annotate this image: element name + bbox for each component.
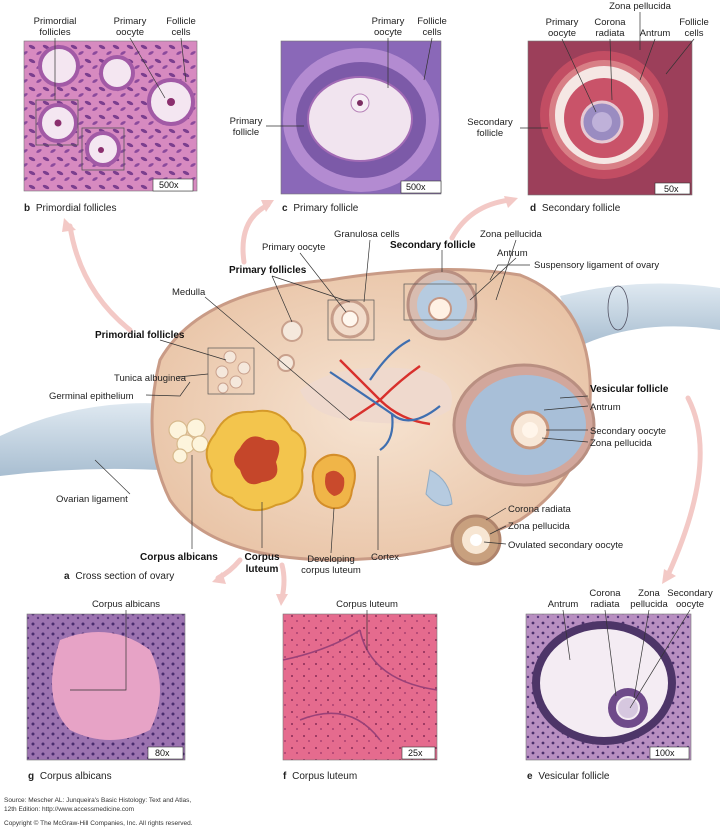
scale-e: 100x <box>655 748 675 758</box>
label-c-follicle-cells-1: Follicle <box>417 16 447 27</box>
label-d-corona-radiata-2: radiata <box>595 28 625 39</box>
label-d-follicle-cells-1: Follicle <box>679 17 709 28</box>
label-b-primordial-1: Primordial <box>34 16 77 27</box>
label-c-primary-follicle-2: follicle <box>233 127 259 138</box>
panel-g-micrograph <box>26 613 186 761</box>
label-a-ovarian-ligament: Ovarian ligament <box>56 494 128 505</box>
label-b-primary-oocyte-1: Primary <box>114 16 147 27</box>
label-e-secondary-oocyte-2: oocyte <box>676 599 704 610</box>
label-c-primary-oocyte-1: Primary <box>372 16 405 27</box>
label-a-corpus-albicans: Corpus albicans <box>140 552 218 563</box>
caption-c-letter: c <box>282 203 288 214</box>
label-b-primordial-2: follicles <box>39 27 70 38</box>
source-line-2: 12th Edition: http://www.accessmedicine.… <box>4 806 135 813</box>
label-a-developing-cl-2: corpus luteum <box>301 565 361 576</box>
label-a-corpus-luteum-1: Corpus <box>245 552 280 563</box>
caption-e-letter: e <box>527 771 533 782</box>
label-a-germinal-epithelium: Germinal epithelium <box>49 391 134 402</box>
label-a-zona-pellucida-right: Zona pellucida <box>590 438 653 449</box>
caption-g: g Corpus albicans <box>28 771 112 782</box>
caption-b-text: Primordial follicles <box>36 203 117 214</box>
caption-g-text: Corpus albicans <box>40 771 112 782</box>
caption-e-text: Vesicular follicle <box>538 771 610 782</box>
caption-f-letter: f <box>283 771 287 782</box>
label-a-primary-oocyte: Primary oocyte <box>262 242 325 253</box>
caption-a-text: Cross section of ovary <box>75 571 174 582</box>
caption-a: a Cross section of ovary <box>64 571 174 582</box>
panel-c-micrograph <box>280 40 442 195</box>
label-a-zona-pellucida-bottom: Zona pellucida <box>508 521 571 532</box>
label-b-primary-oocyte-2: oocyte <box>116 27 144 38</box>
copyright-line: Copyright © The McGraw-Hill Companies, I… <box>4 820 193 827</box>
label-f-corpus-luteum: Corpus luteum <box>336 599 398 610</box>
label-d-antrum: Antrum <box>640 28 671 39</box>
label-a-corona-radiata: Corona radiata <box>508 504 572 515</box>
scale-b: 500x <box>159 180 179 190</box>
source-line-1: Source: Mescher AL: Junqueira's Basic Hi… <box>4 797 192 804</box>
caption-c: c Primary follicle <box>282 203 359 214</box>
label-d-primary-oocyte-1: Primary <box>546 17 579 28</box>
label-d-corona-radiata-1: Corona <box>594 17 626 28</box>
label-d-secondary-follicle-1: Secondary <box>467 117 513 128</box>
caption-b-letter: b <box>24 203 30 214</box>
label-d-follicle-cells-2: cells <box>684 28 703 39</box>
panel-a-ovary-illustration <box>0 268 720 566</box>
panel-d-micrograph <box>527 40 693 196</box>
scale-d: 50x <box>664 184 679 194</box>
label-a-corpus-luteum-2: luteum <box>246 564 279 575</box>
caption-f: f Corpus luteum <box>283 771 357 782</box>
label-a-antrum-right: Antrum <box>590 402 621 413</box>
label-g-corpus-albicans: Corpus albicans <box>92 599 160 610</box>
label-a-developing-cl-1: Developing <box>307 554 355 565</box>
label-a-cortex: Cortex <box>371 552 399 563</box>
panel-b-micrograph <box>23 40 198 192</box>
scale-g: 80x <box>155 748 170 758</box>
label-a-zona-pellucida-top: Zona pellucida <box>480 229 543 240</box>
label-a-vesicular-follicle: Vesicular follicle <box>590 384 669 395</box>
label-a-granulosa-cells: Granulosa cells <box>334 229 400 240</box>
label-a-primordial-follicles: Primordial follicles <box>95 330 185 341</box>
label-b-follicle-cells-2: cells <box>171 27 190 38</box>
label-a-primary-follicles: Primary follicles <box>229 265 307 276</box>
pink-arrowheads <box>62 196 676 606</box>
label-a-secondary-follicle: Secondary follicle <box>390 240 476 251</box>
label-a-medulla: Medulla <box>172 287 206 298</box>
label-e-zona-pellucida-1: Zona <box>638 588 660 599</box>
caption-d: d Secondary follicle <box>530 203 621 214</box>
pink-arrows <box>67 197 703 601</box>
label-a-suspensory-ligament: Suspensory ligament of ovary <box>534 260 659 271</box>
label-d-zona-pellucida: Zona pellucida <box>609 1 672 12</box>
label-d-primary-oocyte-2: oocyte <box>548 28 576 39</box>
caption-c-text: Primary follicle <box>293 203 358 214</box>
label-c-primary-follicle-1: Primary <box>230 116 263 127</box>
label-e-corona-radiata-1: Corona <box>589 588 621 599</box>
label-e-zona-pellucida-2: pellucida <box>630 599 668 610</box>
scale-c: 500x <box>406 182 426 192</box>
label-a-secondary-oocyte: Secondary oocyte <box>590 426 666 437</box>
caption-a-letter: a <box>64 571 70 582</box>
panel-a-leader-lines <box>94 239 589 554</box>
caption-e: e Vesicular follicle <box>527 771 610 782</box>
scale-f: 25x <box>408 748 423 758</box>
caption-b: b Primordial follicles <box>24 203 116 214</box>
label-e-corona-radiata-2: radiata <box>590 599 620 610</box>
label-d-secondary-follicle-2: follicle <box>477 128 503 139</box>
caption-d-letter: d <box>530 203 536 214</box>
caption-g-letter: g <box>28 771 34 782</box>
label-a-tunica-albuginea: Tunica albuginea <box>114 373 187 384</box>
caption-d-text: Secondary follicle <box>542 203 621 214</box>
label-e-antrum: Antrum <box>548 599 579 610</box>
label-a-ovulated-secondary-oocyte: Ovulated secondary oocyte <box>508 540 623 551</box>
panel-f-micrograph <box>282 613 438 761</box>
label-a-antrum-top: Antrum <box>497 248 528 259</box>
caption-f-text: Corpus luteum <box>292 771 357 782</box>
label-e-secondary-oocyte-1: Secondary <box>667 588 713 599</box>
label-b-follicle-cells-1: Follicle <box>166 16 196 27</box>
label-c-primary-oocyte-2: oocyte <box>374 27 402 38</box>
label-c-follicle-cells-2: cells <box>422 27 441 38</box>
